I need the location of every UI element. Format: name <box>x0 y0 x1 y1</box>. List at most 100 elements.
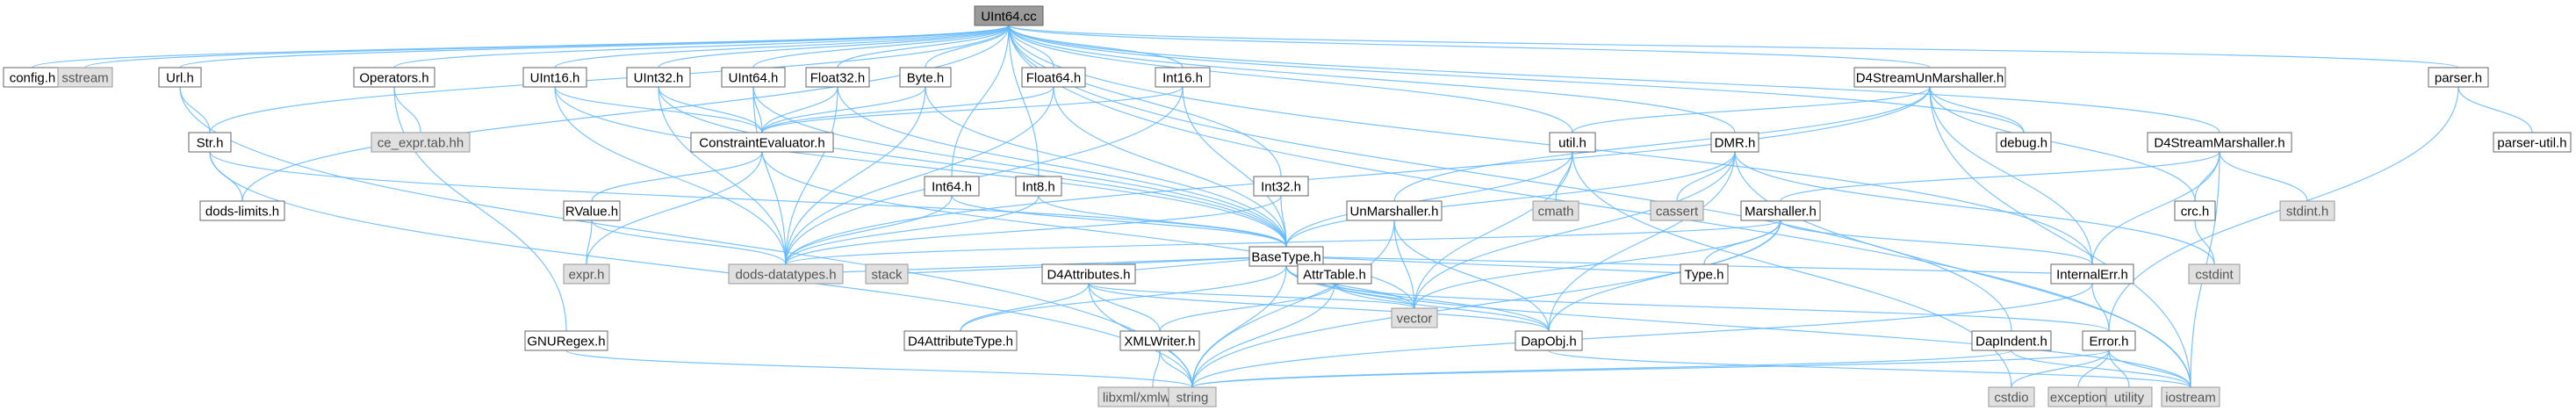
node-d4attributetype-h[interactable]: D4AttributeType.h <box>903 330 1018 351</box>
node-marshaller-h[interactable]: Marshaller.h <box>1740 200 1821 221</box>
node-float64-h[interactable]: Float64.h <box>1021 67 1086 88</box>
node-attrtable-h[interactable]: AttrTable.h <box>1297 263 1372 285</box>
node-internalerr-h[interactable]: InternalErr.h <box>2050 263 2134 285</box>
edge <box>1414 220 1781 309</box>
node-d4attributes-h[interactable]: D4Attributes.h <box>1041 263 1136 285</box>
edge <box>179 25 1010 68</box>
node-box <box>371 132 471 153</box>
node-box <box>188 132 232 153</box>
edge <box>1191 350 2110 388</box>
node-dapindent-h[interactable]: DapIndent.h <box>1971 330 2052 351</box>
node-d4streammarshaller-h[interactable]: D4StreamMarshaller.h <box>2147 132 2292 153</box>
edge <box>1088 283 1415 309</box>
node-byte-h[interactable]: Byte.h <box>899 67 952 88</box>
node-box <box>1740 200 1821 221</box>
node-debug-h[interactable]: debug.h <box>1996 132 2052 153</box>
node-uint64-cc[interactable]: UInt64.cc <box>974 5 1044 26</box>
node-box <box>2279 200 2335 221</box>
node-int64-h[interactable]: Int64.h <box>924 176 980 197</box>
node-uint32-h[interactable]: UInt32.h <box>626 67 691 88</box>
node-parser-h[interactable]: parser.h <box>2428 67 2489 88</box>
node-str-h[interactable]: Str.h <box>188 132 232 153</box>
edge <box>2108 350 2130 388</box>
node-box <box>563 263 610 285</box>
node-d4streamunmarshaller-h[interactable]: D4StreamUnMarshaller.h <box>1853 67 2006 88</box>
node-float32-h[interactable]: Float32.h <box>805 67 870 88</box>
edge <box>1334 283 1550 332</box>
edge <box>1780 151 2220 202</box>
edge <box>554 86 763 133</box>
node-box <box>524 330 608 351</box>
edge <box>785 220 1781 265</box>
node-label: UInt32.h <box>634 71 684 86</box>
node-xmlwriter-h[interactable]: XMLWriter.h <box>1119 330 1200 351</box>
node-box <box>1971 330 2052 351</box>
edge <box>658 86 1287 248</box>
edge <box>1191 350 2012 388</box>
node-url-h[interactable]: Url.h <box>158 67 202 88</box>
node-box <box>563 200 621 221</box>
node-label: ce_expr.tab.hh <box>378 136 464 151</box>
node-error-h[interactable]: Error.h <box>2082 330 2136 351</box>
node-int8-h[interactable]: Int8.h <box>1015 176 1062 197</box>
node-label: config.h <box>10 71 56 86</box>
node-label: D4StreamMarshaller.h <box>2154 136 2285 151</box>
edge <box>1414 151 1736 309</box>
edge <box>960 265 1287 332</box>
node-cassert: cassert <box>1650 200 1704 221</box>
node-util-h[interactable]: util.h <box>1549 132 1596 153</box>
node-crc-h[interactable]: crc.h <box>2174 200 2216 221</box>
node-box <box>1119 330 1200 351</box>
node-label: dods-limits.h <box>205 205 279 220</box>
node-uint64-h[interactable]: UInt64.h <box>721 67 786 88</box>
node-box <box>903 330 1018 351</box>
node-config-h[interactable]: config.h <box>3 67 62 88</box>
edge <box>1780 220 2093 265</box>
node-vector: vector <box>1391 307 1438 328</box>
node-dmr-h[interactable]: DMR.h <box>1710 132 1759 153</box>
node-rvalue-h[interactable]: RValue.h <box>563 200 621 221</box>
node-dods-limits-h[interactable]: dods-limits.h <box>199 200 285 221</box>
edge <box>1285 151 1736 248</box>
node-gnuregex-h[interactable]: GNURegex.h <box>524 330 608 351</box>
node-box <box>1155 67 1211 88</box>
edge <box>925 86 1287 248</box>
node-uint16-h[interactable]: UInt16.h <box>522 67 587 88</box>
node-dapobj-h[interactable]: DapObj.h <box>1515 330 1583 351</box>
node-label: Int32.h <box>1261 180 1301 195</box>
node-basetype-h[interactable]: BaseType.h <box>1248 246 1324 267</box>
edge <box>1008 25 1040 177</box>
node-int32-h[interactable]: Int32.h <box>1253 176 1309 197</box>
edge <box>1008 25 1931 68</box>
edge <box>785 195 1282 265</box>
node-box <box>2428 67 2489 88</box>
edge <box>2108 350 2191 388</box>
node-label: D4StreamUnMarshaller.h <box>1856 71 2004 86</box>
node-box <box>2105 386 2153 407</box>
node-type-h[interactable]: Type.h <box>1680 263 1729 285</box>
edge <box>393 25 1010 68</box>
node-expr-h: expr.h <box>563 263 610 285</box>
node-int16-h[interactable]: Int16.h <box>1155 67 1211 88</box>
edge <box>752 86 787 265</box>
node-label: Url.h <box>166 71 194 86</box>
node-label: cstdio <box>1994 391 2028 406</box>
node-label: cmath <box>1538 205 1574 220</box>
node-label: stdint.h <box>2286 205 2328 220</box>
edge <box>2011 350 2110 388</box>
edge <box>2194 220 2215 265</box>
node-label: parser.h <box>2435 71 2482 86</box>
node-dods-datatypes-h: dods-datatypes.h <box>728 263 844 285</box>
node-unmarshaller-h[interactable]: UnMarshaller.h <box>1346 200 1443 221</box>
node-operators-h[interactable]: Operators.h <box>353 67 435 88</box>
edge <box>209 151 1287 248</box>
node-label: stack <box>871 268 903 283</box>
edge <box>586 151 763 265</box>
node-parser-util-h[interactable]: parser-util.h <box>2493 132 2572 153</box>
node-box <box>1853 67 2006 88</box>
node-label: Float32.h <box>810 71 866 86</box>
node-constraintevaluator-h[interactable]: ConstraintEvaluator.h <box>690 132 834 153</box>
edge <box>1008 25 2459 68</box>
edge <box>1414 151 1573 309</box>
node-iostream: iostream <box>2161 386 2220 407</box>
